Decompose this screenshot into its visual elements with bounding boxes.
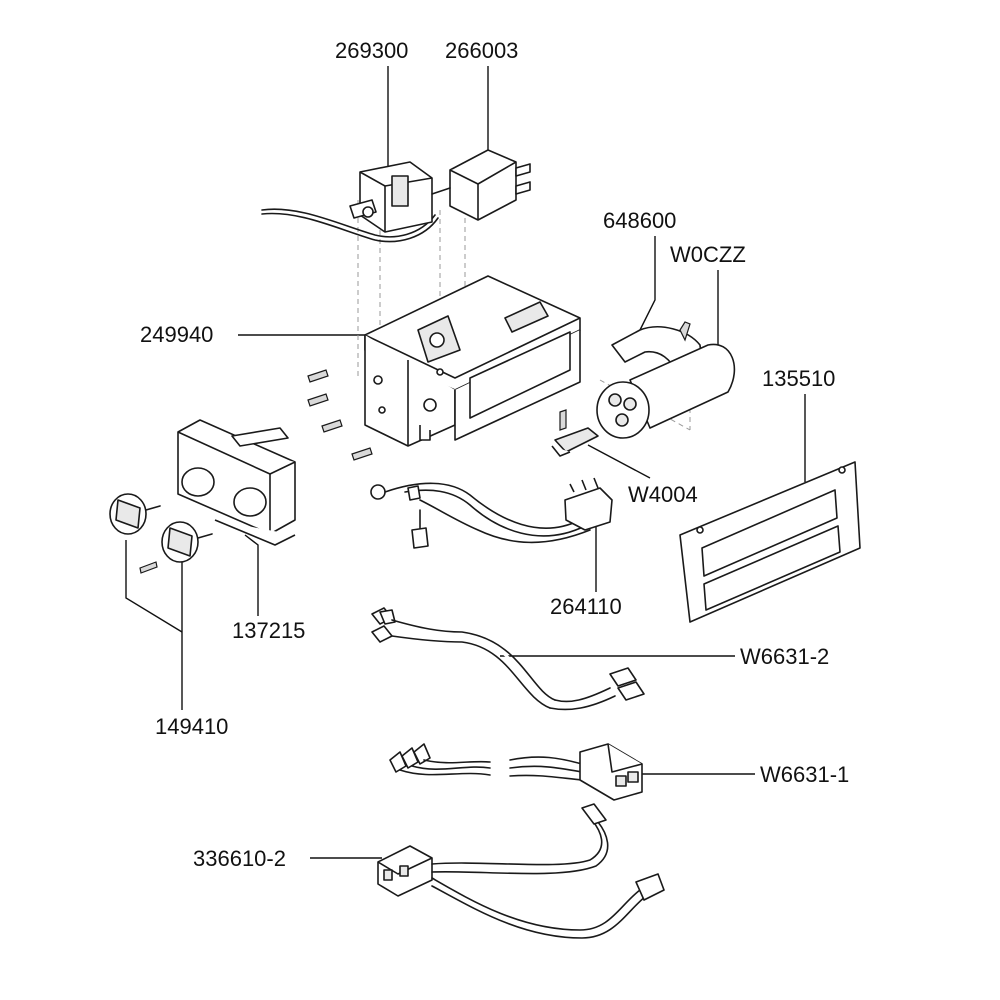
capacitor-648600 — [596, 321, 736, 439]
label-648600: 648600 — [603, 208, 676, 233]
label-w6631-2: W6631-2 — [740, 644, 829, 669]
harness-w6631-2 — [371, 607, 645, 711]
relay-266003 — [431, 149, 531, 221]
chassis-249940 — [364, 275, 581, 447]
leader-648600 — [639, 236, 656, 331]
label-264110: 264110 — [550, 594, 622, 619]
harness-w6631-1 — [389, 743, 643, 801]
label-137215: 137215 — [232, 618, 305, 643]
clip-w4004 — [551, 409, 599, 457]
leader-137215 — [244, 534, 259, 616]
switch-269300 — [261, 161, 439, 243]
housing-137215 — [177, 419, 296, 546]
label-269300: 269300 — [335, 38, 408, 63]
label-135510: 135510 — [762, 366, 835, 391]
label-266003: 266003 — [445, 38, 518, 63]
leader-w4004 — [587, 444, 651, 479]
label-336610-2: 336610-2 — [193, 846, 286, 871]
knobs-149410 — [109, 493, 213, 574]
panel-135510 — [679, 461, 861, 623]
harness-264110 — [370, 477, 613, 549]
harness-336610-2 — [377, 803, 665, 939]
label-w4004: W4004 — [628, 482, 698, 507]
label-w0czz: W0CZZ — [670, 242, 746, 267]
leader-149410-b — [125, 540, 183, 633]
label-249940: 249940 — [140, 322, 213, 347]
label-w6631-1: W6631-1 — [760, 762, 849, 787]
label-149410: 149410 — [155, 714, 228, 739]
chassis-screws — [307, 369, 373, 461]
leader-lines — [125, 66, 806, 859]
